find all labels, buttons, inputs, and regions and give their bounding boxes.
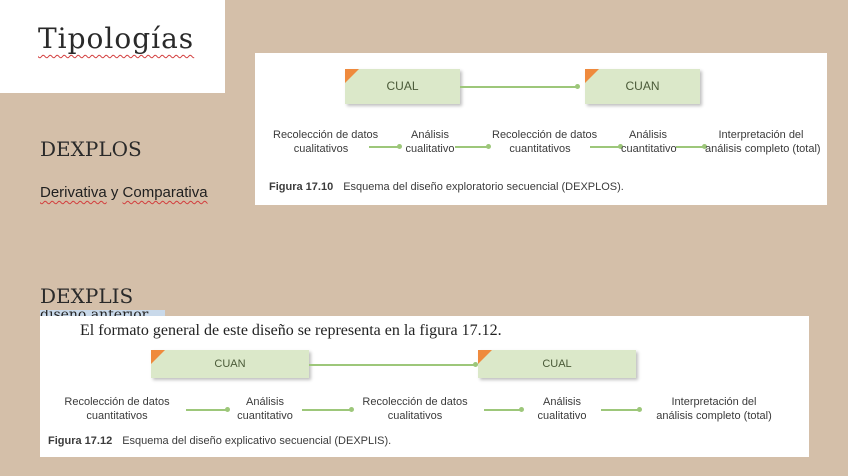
corner-triangle-icon (345, 69, 359, 83)
subtitle-word-comparativa: Comparativa (122, 184, 208, 201)
step-line: cuantitativos (509, 142, 571, 155)
step-line: Análisis (411, 129, 449, 141)
step-line: Recolección de datos (273, 129, 379, 141)
caption-label: Figura 17.12 (48, 435, 113, 447)
phase-label: CUAL (542, 358, 572, 370)
step-line: cualitativos (293, 142, 349, 155)
step-arrow-dot (486, 144, 491, 149)
step-arrow-dot (702, 144, 707, 149)
connector-dot (575, 84, 580, 89)
corner-triangle-icon (585, 69, 599, 83)
step-5: Interpretación del análisis completo (to… (705, 129, 821, 157)
subtitle-separator: y (106, 184, 123, 201)
figure-intro-text: El formato general de este diseño se rep… (80, 322, 502, 339)
step-arrow-line (302, 409, 352, 411)
phase-box-left: CUAN (151, 350, 309, 378)
dexplos-subtitle[interactable]: Derivativa y Comparativa (40, 184, 208, 201)
step-line: Análisis (629, 129, 667, 141)
step-line: Recolección de datos (64, 396, 170, 408)
step-arrow-line (484, 409, 522, 411)
step-arrow-line (186, 409, 228, 411)
step-arrow-line (676, 146, 704, 148)
dexplis-heading[interactable]: DEXPLIS (40, 284, 134, 308)
step-arrow-dot (618, 144, 623, 149)
figure-caption: Figura 17.12 Esquema del diseño explicati… (48, 435, 391, 447)
step-line: Análisis (246, 396, 284, 408)
phase-label: CUAN (625, 79, 660, 93)
step-4: Análisis cuantitativo (621, 129, 677, 157)
step-line: cualitativos (387, 409, 443, 422)
phase-label: CUAL (386, 79, 419, 93)
step-arrow-dot (397, 144, 402, 149)
step-line: Recolección de datos (362, 396, 468, 408)
step-line: cualitativo (537, 409, 587, 422)
connector-line (460, 86, 578, 88)
step-3: Recolección de datos cualitativos (346, 396, 484, 424)
phase-box-left: CUAL (345, 69, 460, 104)
step-2: Análisis cualitativo (405, 129, 455, 157)
connector-line (309, 364, 476, 366)
figure-dexplis-image[interactable]: El formato general de este diseño se rep… (40, 316, 809, 457)
cropped-text-line: diseño anterior. (40, 310, 165, 320)
step-arrow-line (369, 146, 399, 148)
phase-label: CUAN (214, 358, 246, 370)
corner-triangle-icon (151, 350, 165, 364)
title-placeholder[interactable]: Tipologías (0, 0, 225, 93)
step-arrow-dot (349, 407, 354, 412)
step-line: Recolección de datos (492, 129, 598, 141)
step-arrow-dot (519, 407, 524, 412)
step-arrow-line (590, 146, 620, 148)
step-line: Interpretación del (718, 129, 804, 141)
connector-dot (473, 362, 478, 367)
subtitle-word-derivativa: Derivativa (40, 184, 107, 201)
figure-dexplos-image[interactable]: CUAL CUAN Recolección de datos cualitati… (255, 53, 827, 205)
step-arrow-line (455, 146, 488, 148)
step-1: Recolección de datos cualitativos (273, 129, 379, 157)
step-line: Interpretación del (671, 396, 757, 408)
caption-text: Esquema del diseño explicativo secuencia… (122, 435, 392, 447)
step-line: análisis completo (total) (705, 142, 821, 155)
phase-box-right: CUAL (478, 350, 636, 378)
step-1: Recolección de datos cuantitativos (48, 396, 186, 424)
step-arrow-dot (637, 407, 642, 412)
step-5: Interpretación del análisis completo (to… (642, 396, 786, 424)
caption-text: Esquema del diseño exploratorio secuenci… (343, 181, 624, 193)
dexplos-heading[interactable]: DEXPLOS (40, 137, 142, 161)
step-3: Recolección de datos cuantitativos (492, 129, 598, 157)
figure-caption: Figura 17.10 Esquema del diseño explorato… (269, 181, 624, 193)
step-2: Análisis cuantitativo (230, 396, 300, 424)
step-line: cualitativo (405, 142, 455, 155)
slide-title[interactable]: Tipologías (38, 22, 195, 55)
step-line: cuantitativo (237, 409, 293, 422)
step-line: Análisis (543, 396, 581, 408)
step-line: análisis completo (total) (656, 409, 772, 422)
step-line: cuantitativos (86, 409, 148, 422)
corner-triangle-icon (478, 350, 492, 364)
caption-label: Figura 17.10 (269, 181, 334, 193)
step-arrow-line (601, 409, 639, 411)
step-arrow-dot (225, 407, 230, 412)
step-line: cuantitativo (621, 142, 677, 155)
step-4: Análisis cualitativo (526, 396, 598, 424)
phase-box-right: CUAN (585, 69, 700, 104)
